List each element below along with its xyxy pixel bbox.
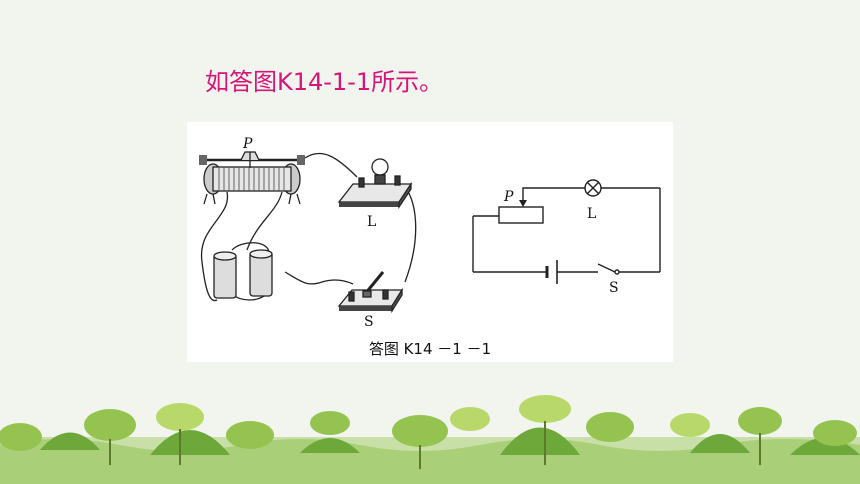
physical-switch-label: S <box>364 314 374 330</box>
tree-row-icon <box>0 395 860 484</box>
circuit-schematic <box>472 179 661 284</box>
schematic-lamp-label: L <box>587 206 596 222</box>
switch-icon <box>337 271 404 314</box>
figure-panel: P L S P L S 答图 K14 －1 －1 <box>187 122 673 362</box>
switch-symbol <box>614 269 620 275</box>
circuit-figure: P L S P L S <box>199 136 661 330</box>
battery-icon <box>213 249 273 299</box>
rheostat-icon <box>199 151 305 205</box>
figure-caption: 答图 K14 －1 －1 <box>368 340 492 358</box>
physical-lamp-label: L <box>367 214 376 230</box>
schematic-switch-label: S <box>609 280 619 296</box>
page-heading: 如答图K14-1-1所示。 <box>205 68 444 96</box>
rheostat-symbol <box>498 206 544 224</box>
lamp-icon <box>337 158 413 210</box>
physical-slider-label: P <box>242 136 253 152</box>
slider-wire <box>522 187 585 202</box>
physical-circuit <box>199 151 417 314</box>
schematic-slider-label: P <box>503 189 514 205</box>
